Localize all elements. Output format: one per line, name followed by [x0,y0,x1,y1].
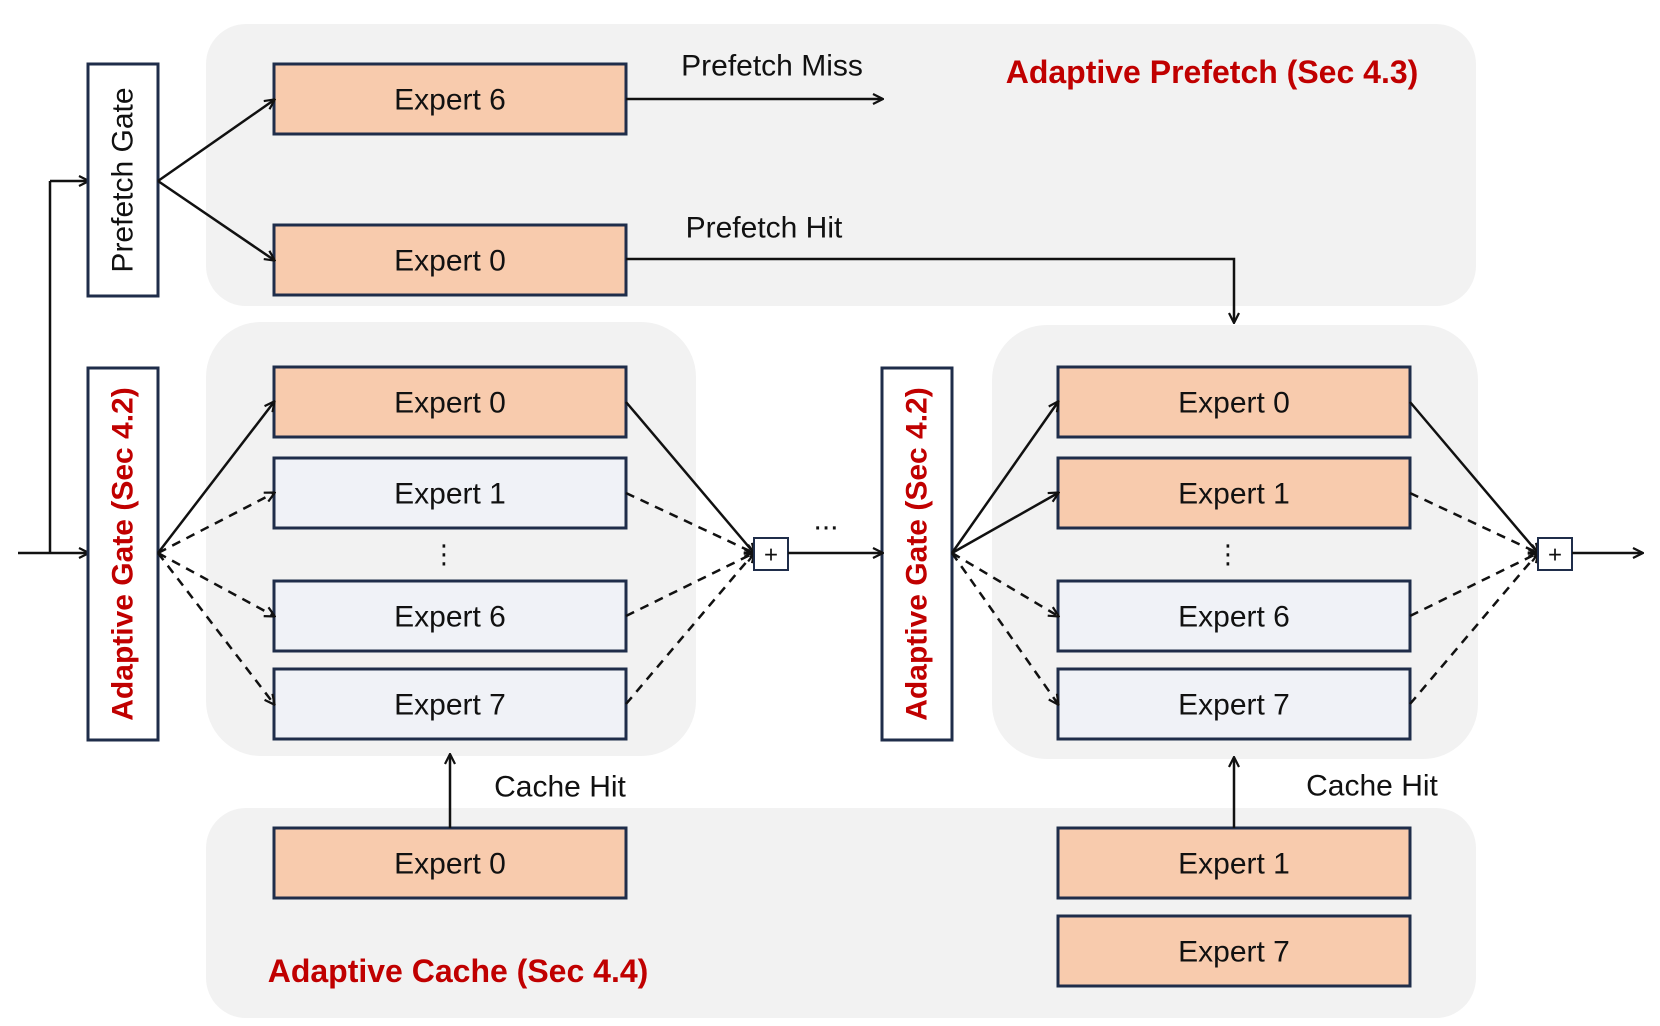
cache-expert-7-box [1056,914,1412,988]
l1-expert-0-to-sum [625,401,754,553]
prefetch-gate-box [86,62,160,298]
layer1-expert-0-label: Expert 0 [394,387,506,420]
layer1-expert-6-label: Expert 6 [394,601,506,634]
layer2-vertical-ellipsis: ⋮ [1215,539,1241,569]
l2-expert-1-to-sum [1409,491,1538,553]
gate1-to-expert-1 [157,493,274,555]
prefetch-gate-label: Prefetch Gate [107,87,140,272]
prefetch-hit-label: Prefetch Hit [686,212,843,245]
layer1-expert-7-label: Expert 7 [394,689,506,722]
prefetch-section-title: Adaptive Prefetch (Sec 4.3) [1006,54,1419,90]
layer2-expert-7-box [1056,667,1412,741]
prefetch-gate-to-expert-6 [157,100,274,183]
layer2-expert-0-label: Expert 0 [1178,387,1290,420]
adaptive-gate-1-label: Adaptive Gate (Sec 4.2) [107,387,140,720]
cache-expert-7-label: Expert 7 [1178,936,1290,969]
layer1-expert-1-label: Expert 1 [394,478,506,511]
l1-expert-1-to-sum [625,491,754,553]
gate2-to-expert-6 [951,551,1058,616]
sum-node-1-symbol: + [764,542,778,569]
sum-node-1 [753,537,789,571]
prefetch-expert-0-box [272,223,628,297]
layer1-expert-7-box [272,667,628,741]
cache-hit-label-1: Cache Hit [494,771,626,804]
layer1-expert-0-box [272,365,628,439]
cache-expert-1-label: Expert 1 [1178,848,1290,881]
layer1-expert-6-box [272,579,628,653]
layer2-expert-6-label: Expert 6 [1178,601,1290,634]
l1-expert-6-to-sum [625,553,754,618]
gate1-to-expert-0 [157,402,274,554]
prefetch-expert-6-label: Expert 6 [394,84,506,117]
prefetch-expert-0-label: Expert 0 [394,245,506,278]
gate2-to-expert-1 [951,493,1058,555]
adaptive-gate-2-label: Adaptive Gate (Sec 4.2) [901,387,934,720]
l2-expert-0-to-sum [1409,401,1538,553]
layer2-expert-6-box [1056,579,1412,653]
l2-expert-6-to-sum [1409,553,1538,618]
prefetch-hit-arrow [626,257,1234,322]
prefetch-miss-label: Prefetch Miss [681,50,863,83]
adaptive-gate-1-box [86,366,160,742]
gate2-to-expert-0 [950,402,1058,554]
cache-expert-0-label: Expert 0 [394,848,506,881]
sum-node-2-symbol: + [1548,542,1562,569]
layer1-vertical-ellipsis: ⋮ [431,539,457,569]
cache-expert-0-box [272,826,628,900]
gate1-to-expert-6 [157,551,274,616]
prefetch-expert-6-box [272,62,628,136]
l2-expert-7-to-sum [1409,553,1538,705]
between-layers-ellipsis: ... [813,504,838,537]
layer2-expert-1-box [1056,456,1412,530]
cache-section-title: Adaptive Cache (Sec 4.4) [268,953,649,989]
layer2-expert-7-label: Expert 7 [1178,689,1290,722]
sum-node-2 [1537,537,1573,571]
prefetch-gate-to-expert-0 [157,179,274,260]
l1-expert-7-to-sum [625,553,754,705]
layer1-expert-1-box [272,456,628,530]
cache-hit-label-2: Cache Hit [1306,770,1438,803]
layer2-expert-1-label: Expert 1 [1178,478,1290,511]
